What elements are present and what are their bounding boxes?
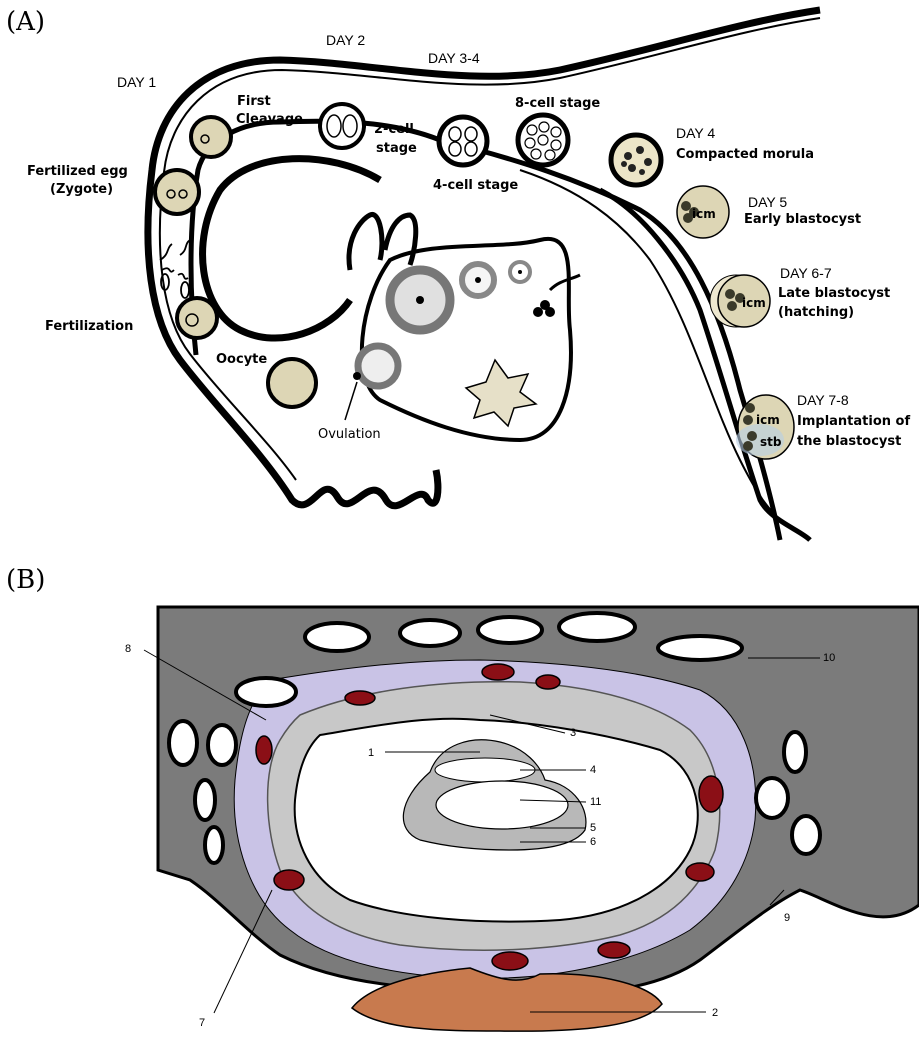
ovulated-oocyte bbox=[353, 372, 361, 380]
corpus-dot-2 bbox=[533, 307, 543, 317]
four-cell-label: 4-cell stage bbox=[433, 178, 518, 193]
morula-label: Compacted morula bbox=[676, 147, 814, 162]
zygote-cell bbox=[155, 170, 199, 214]
stb-label: stb bbox=[760, 435, 782, 449]
eight-cell-label: 8-cell stage bbox=[515, 96, 600, 111]
sperm bbox=[160, 240, 190, 298]
first-cleavage-label-2: Cleavage bbox=[236, 112, 303, 127]
day-1-label: DAY 1 bbox=[117, 74, 156, 90]
label-7: 7 bbox=[199, 1017, 205, 1029]
uterine-wall-line bbox=[600, 190, 810, 540]
day-2-label: DAY 2 bbox=[326, 32, 365, 48]
icm-label-early: icm bbox=[692, 207, 716, 221]
label-5: 5 bbox=[590, 822, 596, 834]
implantation-label-2: the blastocyst bbox=[797, 434, 901, 449]
day-5-label: DAY 5 bbox=[748, 194, 787, 210]
day-7-8-label: DAY 7-8 bbox=[797, 392, 849, 408]
late-blastocyst-label-2: (hatching) bbox=[778, 305, 854, 320]
day-3-4-label: DAY 3-4 bbox=[428, 50, 480, 66]
corpus-dot-3 bbox=[545, 307, 555, 317]
first-cleavage-label-1: First bbox=[237, 94, 271, 109]
label-6: 6 bbox=[590, 836, 596, 848]
label-11: 11 bbox=[590, 796, 601, 808]
zygote-label-1: Fertilized egg bbox=[27, 164, 128, 179]
two-cell-embryo bbox=[320, 104, 364, 148]
zygote-label-2: (Zygote) bbox=[50, 182, 113, 197]
first-cleavage-cell bbox=[191, 117, 231, 157]
four-cell-embryo bbox=[439, 117, 487, 165]
panel-a-label: (A) bbox=[6, 7, 45, 37]
two-cell-label-1: 2-cell bbox=[374, 122, 414, 137]
fertilization-egg bbox=[177, 298, 217, 338]
follicle-small-oocyte bbox=[518, 270, 522, 274]
day-4-label: DAY 4 bbox=[676, 125, 715, 141]
ovulating-follicle bbox=[358, 346, 398, 386]
fertilization-label: Fertilization bbox=[45, 319, 133, 334]
label-1: 1 bbox=[368, 747, 374, 759]
morula bbox=[611, 135, 661, 185]
two-cell-label-2: stage bbox=[376, 141, 417, 156]
follicle-oocyte bbox=[416, 296, 424, 304]
oocyte-label: Oocyte bbox=[216, 352, 267, 367]
late-blastocyst-label-1: Late blastocyst bbox=[778, 286, 890, 301]
implantation-label-1: Implantation of bbox=[797, 414, 910, 429]
early-blastocyst-label: Early blastocyst bbox=[744, 212, 861, 227]
label-10: 10 bbox=[823, 652, 835, 664]
label-2: 2 bbox=[712, 1007, 718, 1019]
icm-label-implant: icm bbox=[756, 413, 780, 427]
panel-b-label: (B) bbox=[6, 565, 45, 595]
ovary-loop bbox=[203, 159, 380, 338]
label-3: 3 bbox=[570, 727, 576, 739]
yolk-sac bbox=[436, 781, 568, 829]
follicle-medium-oocyte bbox=[475, 277, 481, 283]
eight-cell-embryo bbox=[518, 115, 568, 165]
ovulation-pointer bbox=[345, 382, 357, 420]
oocyte-cell bbox=[268, 359, 316, 407]
label-4: 4 bbox=[590, 764, 596, 776]
label-8: 8 bbox=[125, 643, 131, 655]
icm-label-late: icm bbox=[742, 296, 766, 310]
day-6-7-label: DAY 6-7 bbox=[780, 265, 832, 281]
label-9: 9 bbox=[784, 912, 790, 924]
ovulation-label: Ovulation bbox=[318, 427, 381, 442]
